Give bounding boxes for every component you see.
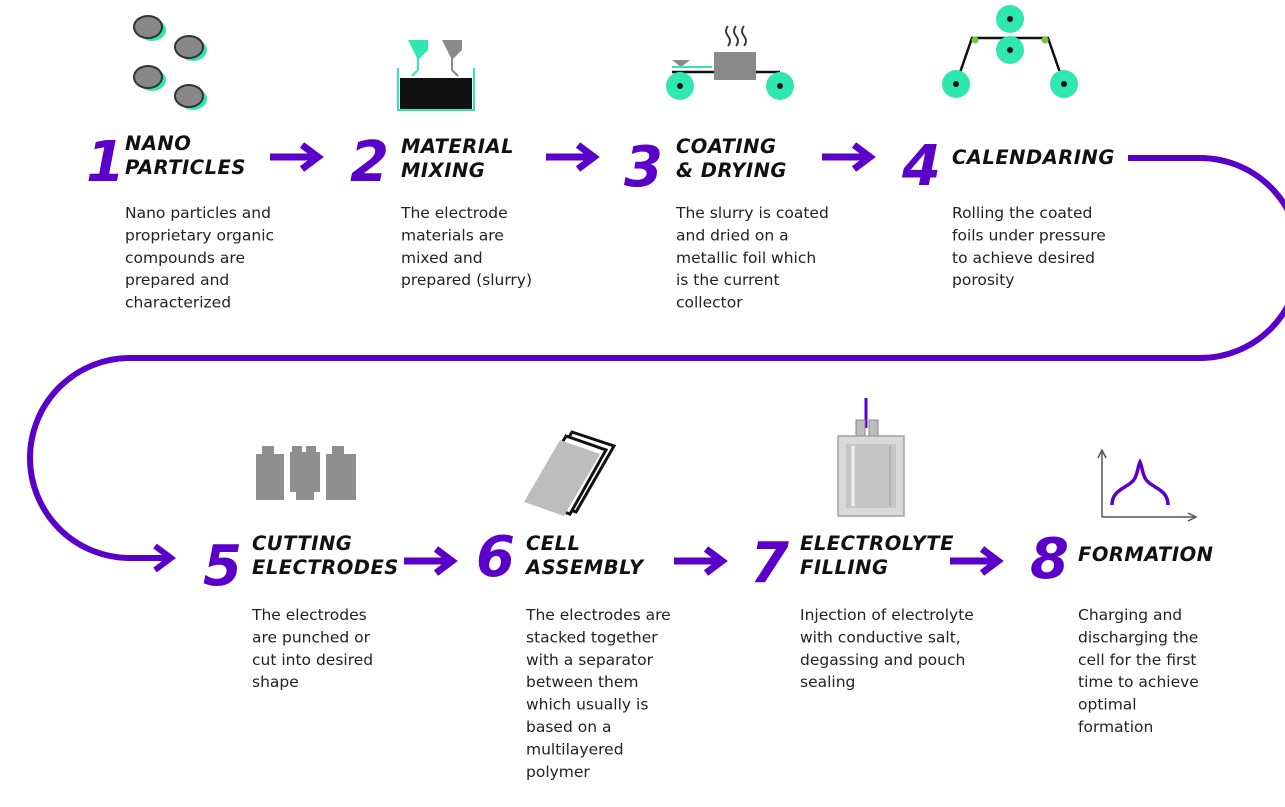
flow-arrows xyxy=(27,142,1285,576)
step-description-line: The electrode xyxy=(400,204,508,222)
step-description-line: The electrodes xyxy=(251,606,367,624)
step-title-line: FORMATION xyxy=(1078,543,1214,566)
step-description-line: based on a xyxy=(526,718,611,736)
step-description-line: characterized xyxy=(125,294,231,312)
pouch-cell-icon xyxy=(837,398,905,517)
step-description-line: with a separator xyxy=(526,651,654,669)
step-4: 4 CALENDARING Rolling the coated foils unde… xyxy=(901,134,1115,289)
step-number: 7 xyxy=(750,531,789,596)
loop-connector-4-to-5 xyxy=(27,155,1285,561)
arrow-7-to-8 xyxy=(950,546,1004,576)
step-description-line: is the current xyxy=(676,271,780,289)
step-description-line: formation xyxy=(1078,718,1153,736)
step-title-line: PARTICLES xyxy=(125,156,246,179)
step-number: 1 xyxy=(86,130,125,195)
stacked-layers-icon xyxy=(524,430,617,516)
step-description-line: The slurry is coated xyxy=(675,204,829,222)
step-title-line: ELECTRODES xyxy=(252,556,399,579)
step-number: 2 xyxy=(350,130,389,195)
step-title-line: MATERIAL xyxy=(401,135,514,158)
step-description-line: which usually is xyxy=(526,696,648,714)
step-number: 5 xyxy=(203,534,242,599)
arrow-6-to-7 xyxy=(674,546,728,576)
step-description-line: materials are xyxy=(401,226,504,244)
loop-connector-arrowhead xyxy=(153,543,176,573)
step-title-line: & DRYING xyxy=(676,159,787,182)
step-description-line: polymer xyxy=(526,763,590,781)
step-8: 8 FORMATION Charging and discharging the cel… xyxy=(1030,527,1214,736)
step-number: 3 xyxy=(624,135,663,200)
mixing-tank-icon xyxy=(397,40,475,111)
step-title-line: FILLING xyxy=(800,556,889,579)
step-description-line: collector xyxy=(676,294,743,312)
step-description-line: mixed and xyxy=(401,249,483,267)
step-description-line: prepared and xyxy=(125,271,229,289)
step-title-line: CALENDARING xyxy=(952,146,1115,169)
step-title-line: ASSEMBLY xyxy=(524,556,645,579)
step-description-line: to achieve desired xyxy=(952,249,1095,267)
step-description-line: porosity xyxy=(952,271,1014,289)
step-description-line: multilayered xyxy=(526,740,624,758)
step-number: 4 xyxy=(901,134,941,199)
step-title-line: MIXING xyxy=(401,159,485,182)
step-title-line: COATING xyxy=(676,135,777,158)
cut-electrodes-icon xyxy=(256,446,356,500)
step-description-line: optimal xyxy=(1078,696,1137,714)
step-description-line: stacked together xyxy=(526,628,658,646)
step-title-line: CUTTING xyxy=(252,532,352,555)
step-description-line: sealing xyxy=(800,673,855,691)
coating-drying-icon xyxy=(666,25,794,100)
step-number: 6 xyxy=(476,525,515,590)
step-description-line: Nano particles and xyxy=(125,204,271,222)
step-description-line: prepared (slurry) xyxy=(401,271,532,289)
step-description-line: cell for the first xyxy=(1078,651,1197,669)
step-title-line: CELL xyxy=(526,532,580,555)
arrow-2-to-3 xyxy=(546,142,600,172)
step-description-line: shape xyxy=(252,673,299,691)
step-description-line: between them xyxy=(526,673,639,691)
step-description-line: time to achieve xyxy=(1078,673,1199,691)
step-3: 3 COATING& DRYING The slurry is coated and … xyxy=(624,135,829,312)
step-number: 8 xyxy=(1030,527,1069,592)
formation-curve-icon xyxy=(1097,448,1198,522)
arrow-5-to-6 xyxy=(404,546,458,576)
calendaring-rollers-icon xyxy=(942,5,1078,98)
step-description-line: with conductive salt, xyxy=(800,628,961,646)
step-description-line: discharging the xyxy=(1078,628,1198,646)
step-description-line: Rolling the coated xyxy=(952,204,1092,222)
step-description-line: metallic foil which xyxy=(676,249,816,267)
step-title-line: NANO xyxy=(125,132,191,155)
arrow-1-to-2 xyxy=(270,142,324,172)
step-description-line: and dried on a xyxy=(676,226,789,244)
step-description-line: proprietary organic xyxy=(125,226,274,244)
step-description-line: The electrodes are xyxy=(525,606,671,624)
arrow-3-to-4 xyxy=(822,142,876,172)
step-description-line: cut into desired xyxy=(252,651,373,669)
step-description-line: Charging and xyxy=(1078,606,1182,624)
step-description-line: degassing and pouch xyxy=(800,651,965,669)
step-description-line: foils under pressure xyxy=(952,226,1106,244)
step-description-line: are punched or xyxy=(252,628,371,646)
step-description-line: Injection of electrolyte xyxy=(800,606,974,624)
step-description-line: compounds are xyxy=(125,249,245,267)
step-title-line: ELECTROLYTE xyxy=(800,532,954,555)
nano-particles-icon xyxy=(133,15,207,110)
